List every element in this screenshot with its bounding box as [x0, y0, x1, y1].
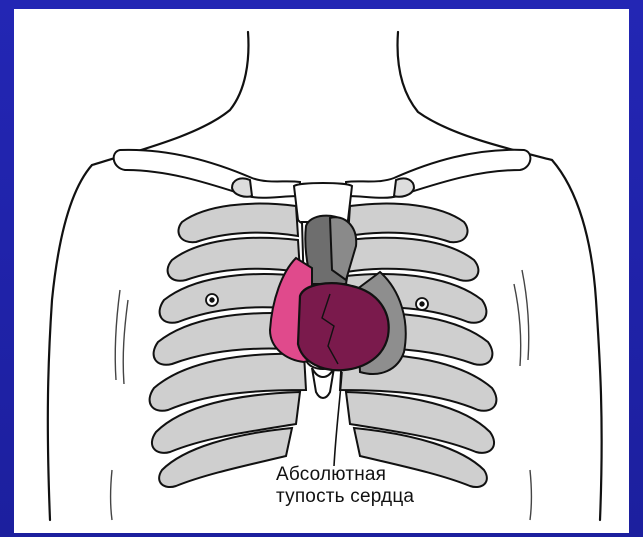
caption-leader-line [334, 372, 342, 466]
caption-line-2: тупость сердца [276, 486, 414, 508]
illustration-panel: Абсолютная тупость сердца [14, 9, 629, 533]
absolute-cardiac-dullness [298, 283, 389, 370]
caption-absolute-cardiac-dullness: Абсолютная тупость сердца [276, 464, 414, 508]
chest-illustration [14, 9, 629, 533]
caption-line-1: Абсолютная [276, 464, 414, 486]
